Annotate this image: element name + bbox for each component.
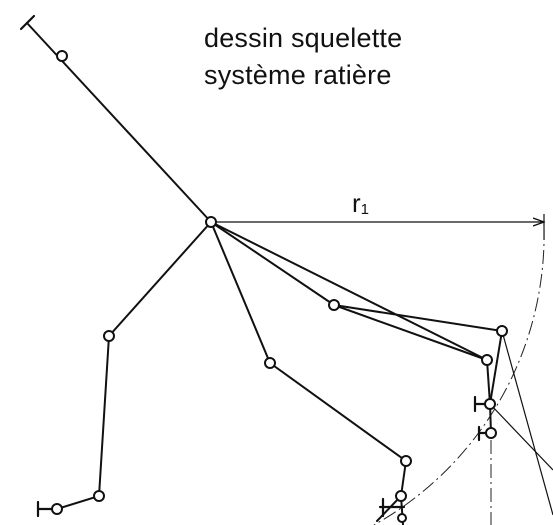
joint-right-upper <box>496 325 508 337</box>
title-line-2: système ratière <box>204 60 392 90</box>
leading-end-cap <box>19 14 36 31</box>
left-chain <box>36 221 212 518</box>
long-diagonal-bar <box>210 221 488 361</box>
joints <box>51 50 508 523</box>
joint-pivot <box>205 216 217 228</box>
right-trace-line-b <box>489 403 553 471</box>
lower-vertical-bar <box>486 359 491 405</box>
radius-arc <box>373 225 545 525</box>
radius-dimension: r1 <box>211 188 544 240</box>
joint-right-pin-lower <box>485 427 497 439</box>
upper-lever-bar <box>333 304 503 332</box>
radius-label: r1 <box>352 188 369 218</box>
right-lever-system <box>210 221 553 525</box>
middle-chain-bars <box>210 221 408 497</box>
joint-middle-lower <box>400 455 412 467</box>
radius-symbol: r <box>352 188 361 218</box>
leading-bar <box>26 22 212 223</box>
joint-left-lower <box>93 490 105 502</box>
title-line-1: dessin squelette <box>204 23 403 53</box>
joint-right-pin-upper <box>484 398 496 410</box>
lower-lever-bar <box>333 304 488 361</box>
leading-link <box>19 14 212 223</box>
joint-middle-bottom <box>397 513 407 523</box>
joint-leading <box>56 50 68 62</box>
radius-subscript: 1 <box>361 201 369 218</box>
joint-left-end <box>51 503 63 515</box>
upper-vertical-bar <box>489 330 503 405</box>
left-chain-bars <box>56 221 212 510</box>
diagram-title: dessin squelette système ratière <box>204 20 504 94</box>
joint-middle-upper <box>264 357 276 369</box>
right-trace-line-a <box>501 330 553 516</box>
middle-chain <box>210 221 408 525</box>
joint-right-middle <box>481 354 493 366</box>
joint-middle-end <box>395 490 407 502</box>
joint-right-center <box>328 299 340 311</box>
joint-left-upper <box>103 330 115 342</box>
right-main-bar <box>210 221 335 306</box>
